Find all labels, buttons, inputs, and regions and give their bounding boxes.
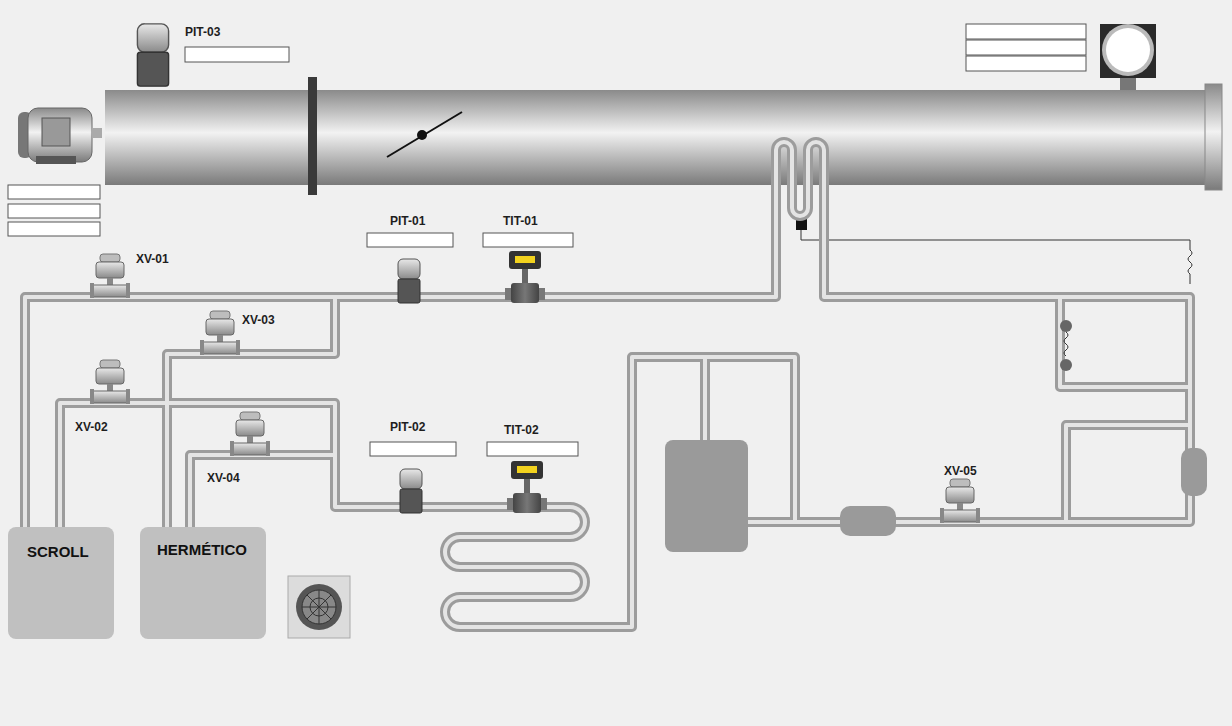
tag-label: PIT-03 xyxy=(185,25,220,39)
damper xyxy=(387,112,462,157)
value-field xyxy=(8,185,100,199)
tag-label: XV-02 xyxy=(75,420,108,434)
compressor-box: SCROLL xyxy=(8,527,114,639)
value-field xyxy=(8,204,100,218)
piping xyxy=(25,142,1190,627)
value-field xyxy=(487,442,578,456)
temperature-transmitter xyxy=(505,251,545,303)
solenoid-valve xyxy=(200,311,240,356)
pressure-transmitter xyxy=(398,259,420,303)
accumulator xyxy=(1181,448,1207,496)
capillary xyxy=(801,230,1190,250)
air-duct xyxy=(105,90,1207,185)
tag-label: XV-05 xyxy=(944,464,977,478)
capillary xyxy=(1188,250,1192,284)
tag-label: PIT-02 xyxy=(390,420,425,434)
temperature-transmitter xyxy=(507,461,547,513)
receiver-tank xyxy=(665,440,748,552)
pressure-transmitter xyxy=(137,24,168,86)
tag-label: XV-03 xyxy=(242,313,275,327)
fan-motor xyxy=(18,108,102,164)
tag-label: TIT-02 xyxy=(504,423,539,437)
solenoid-valve xyxy=(230,412,270,457)
value-field xyxy=(483,233,573,247)
tag-label: TIT-01 xyxy=(503,214,538,228)
compressor-label: SCROLL xyxy=(27,543,89,561)
solenoid-valve xyxy=(940,479,980,524)
value-field xyxy=(8,222,100,236)
value-field xyxy=(966,40,1086,55)
value-field xyxy=(966,56,1086,71)
value-field xyxy=(370,442,456,456)
tag-label: XV-01 xyxy=(136,252,169,266)
duct-flange xyxy=(1205,84,1222,190)
solenoid-valve xyxy=(90,254,130,299)
flow-meter xyxy=(1100,24,1156,90)
value-field xyxy=(367,233,453,247)
pressure-transmitter xyxy=(400,469,422,513)
value-field xyxy=(185,47,289,62)
filter-drier xyxy=(840,506,896,536)
damper-pivot xyxy=(417,130,427,140)
value-field xyxy=(966,24,1086,39)
solenoid-valve xyxy=(90,360,130,405)
tag-label: XV-04 xyxy=(207,471,240,485)
duct-flange xyxy=(308,77,317,195)
pressure-valve xyxy=(1060,320,1072,371)
compressor-box: HERMÉTICO xyxy=(140,527,266,639)
compressor-label: HERMÉTICO xyxy=(157,541,247,559)
condenser-fan xyxy=(288,576,350,638)
tag-label: PIT-01 xyxy=(390,214,425,228)
